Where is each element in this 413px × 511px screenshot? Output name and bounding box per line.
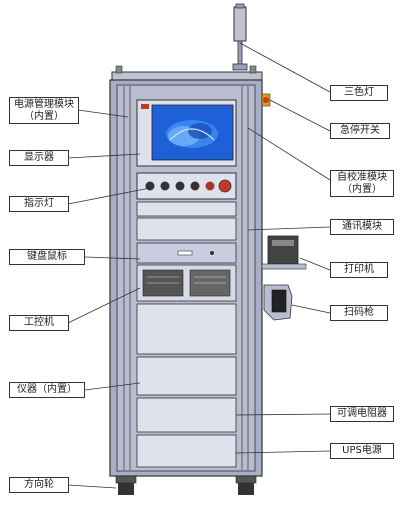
label-ups: UPS电源 — [330, 443, 394, 459]
caster-left — [115, 475, 137, 495]
label-tri-light: 三色灯 — [330, 85, 388, 101]
indicator-light-icon — [145, 181, 155, 191]
label-keyboard-mouse: 键盘鼠标 — [9, 249, 85, 265]
label-comm-module: 通讯模块 — [330, 219, 394, 235]
industrial-pc — [136, 264, 237, 302]
indicator-light-icon — [160, 181, 170, 191]
barcode-scanner — [263, 284, 293, 321]
label-calib-module: 自校准模块（内置） — [330, 170, 394, 197]
label-indicator: 指示灯 — [9, 196, 69, 212]
caster-right — [235, 475, 257, 495]
indicator-panel — [136, 172, 237, 200]
label-ipc: 工控机 — [9, 315, 69, 331]
label-scanner: 扫码枪 — [330, 305, 388, 321]
label-resistor: 可调电阻器 — [330, 406, 394, 422]
tri-color-light — [232, 3, 248, 71]
label-display: 显示器 — [9, 150, 69, 166]
label-power-module: 电源管理模块（内置） — [9, 97, 79, 124]
indicator-light-icon — [205, 181, 215, 191]
label-caster: 方向轮 — [9, 477, 69, 493]
windows-logo-icon — [166, 120, 218, 148]
printer — [261, 235, 307, 270]
display-monitor — [136, 99, 237, 167]
indicator-light-icon — [190, 181, 200, 191]
label-estop: 急停开关 — [330, 123, 390, 139]
emergency-stop-icon — [218, 179, 232, 193]
label-printer: 打印机 — [330, 262, 388, 278]
label-instrument: 仪器（内置） — [9, 382, 85, 398]
indicator-light-icon — [175, 181, 185, 191]
